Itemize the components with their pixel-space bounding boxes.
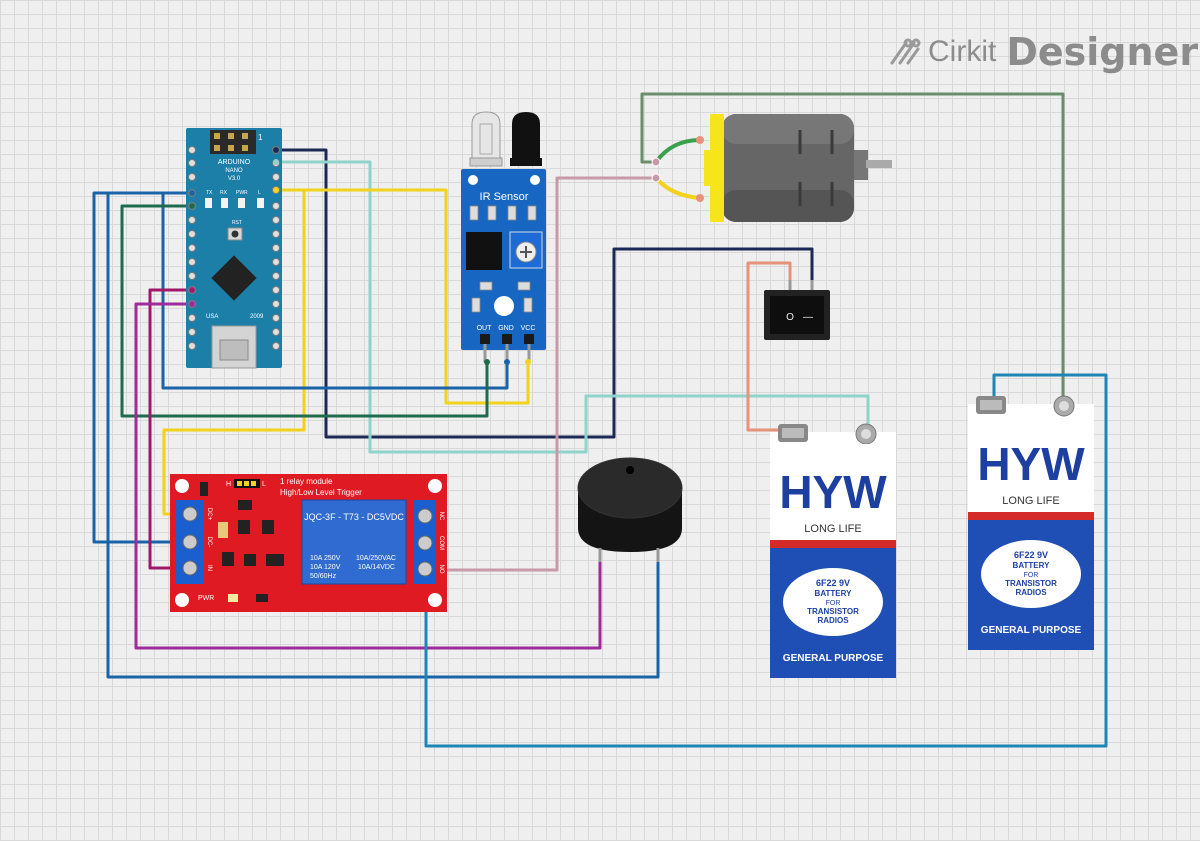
ir-sensor-title: IR Sensor xyxy=(480,191,529,203)
wire-salmon-switch[interactable] xyxy=(746,261,798,432)
relay-rating-1: 10A 250V xyxy=(310,555,341,562)
relay-rating-4: 10A/250VAC xyxy=(356,555,396,562)
reset-label: RST xyxy=(232,220,242,226)
switch-off-icon: O xyxy=(786,312,794,323)
battery-2-tagline: LONG LIFE xyxy=(1002,495,1059,507)
ir-pin-out-label: OUT xyxy=(477,325,493,332)
relay-pin-no: NO xyxy=(438,565,444,574)
battery-2-line4: TRANSISTOR xyxy=(1005,579,1057,588)
battery-1-line3: FOR xyxy=(826,600,841,607)
header-mark: 1 xyxy=(258,133,263,142)
wire-green-out[interactable] xyxy=(120,204,489,418)
relay-title: 1 relay module xyxy=(280,477,333,486)
wire-sage-motor[interactable] xyxy=(640,92,1065,406)
wire-pink-motor[interactable] xyxy=(424,176,658,572)
relay-pin-nc: NC xyxy=(438,512,444,521)
battery-2-spec: 6F22 9V xyxy=(1014,550,1048,560)
buzzer-hole-icon xyxy=(626,466,634,474)
battery-1-line5: RADIOS xyxy=(817,616,849,625)
ir-pin-gnd-label: GND xyxy=(498,325,514,332)
relay-pin-dc-plus: DC+ xyxy=(206,508,212,521)
ir-pin-vcc-label: VCC xyxy=(521,325,536,332)
wire-cyan[interactable] xyxy=(274,160,870,454)
wire-teal-com[interactable] xyxy=(424,373,1108,748)
battery-2-line2: BATTERY xyxy=(1013,561,1051,570)
led-rx-label: RX xyxy=(220,190,228,196)
led-l-label: L xyxy=(258,190,261,196)
battery-2[interactable]: HYW LONG LIFE 6F22 9V BATTERY FOR TRANSI… xyxy=(968,395,1094,650)
relay-rating-5: 10A/14VDC xyxy=(358,564,395,571)
arduino-model: NANO xyxy=(225,168,243,174)
relay-pin-in: IN xyxy=(206,565,212,571)
relay-rating-3: 50/60Hz xyxy=(310,573,337,580)
relay-pwr-label: PWR xyxy=(198,595,214,602)
brand-logo: Cirkit Designer xyxy=(888,28,1198,76)
battery-2-footer: GENERAL PURPOSE xyxy=(981,625,1082,636)
relay-pin-com: COM xyxy=(438,536,444,550)
battery-1-tagline: LONG LIFE xyxy=(804,523,861,535)
comparator-chip xyxy=(466,232,502,270)
battery-1-brand: HYW xyxy=(779,466,887,518)
arduino-title: ARDUINO xyxy=(218,159,251,166)
arduino-version: V3.0 xyxy=(228,176,241,182)
battery-2-brand: HYW xyxy=(977,438,1085,490)
arduino-nano[interactable]: 1 ARDUINO NANO V3.0 TX RX PWR L RST USA … xyxy=(186,128,282,369)
relay-rating-2: 10A 120V xyxy=(310,564,341,571)
battery-1-line2: BATTERY xyxy=(815,589,853,598)
battery-2-line3: FOR xyxy=(1024,572,1039,579)
relay-pin-dc-minus: DC- xyxy=(206,537,212,548)
battery-1-line4: TRANSISTOR xyxy=(807,607,859,616)
ir-emitter-led xyxy=(469,111,503,167)
wire-purple-buzzer[interactable] xyxy=(134,302,602,650)
wire-navy[interactable] xyxy=(274,148,814,439)
battery-2-line5: RADIOS xyxy=(1015,588,1047,597)
led-pwr-label: PWR xyxy=(236,190,248,196)
mcu-chip xyxy=(211,255,257,301)
buzzer[interactable] xyxy=(577,457,683,562)
relay-part: JQC-3F - T73 - DC5VDC xyxy=(304,512,404,522)
brand-name-light: Cirkit xyxy=(928,35,997,68)
brand-name-bold: Designer xyxy=(1006,30,1199,74)
wire-yellow-vcc[interactable] xyxy=(274,188,530,405)
ir-receiver-led xyxy=(510,112,542,166)
power-led-icon xyxy=(494,296,514,316)
relay-module[interactable]: H L 1 relay module High/Low Level Trigge… xyxy=(170,474,447,612)
reset-button-icon xyxy=(231,230,239,238)
dc-motor[interactable] xyxy=(651,114,892,222)
relay-l-label: L xyxy=(262,481,266,488)
battery-1[interactable]: HYW LONG LIFE 6F22 9V BATTERY FOR TRANSI… xyxy=(770,423,896,678)
led-tx-label: TX xyxy=(206,190,213,196)
relay-h-label: H xyxy=(226,481,231,488)
switch-on-icon: — xyxy=(803,312,813,323)
arduino-usa: USA xyxy=(206,314,218,320)
cirkit-logo-icon xyxy=(890,38,921,65)
battery-1-footer: GENERAL PURPOSE xyxy=(783,653,884,664)
relay-body xyxy=(301,499,407,585)
wire-blue-buzzer[interactable] xyxy=(106,191,660,679)
rocker-switch[interactable]: O — xyxy=(764,280,830,340)
ir-sensor-module[interactable]: IR Sensor OUT GND VCC xyxy=(461,111,546,362)
battery-1-spec: 6F22 9V xyxy=(816,578,850,588)
relay-subtitle: High/Low Level Trigger xyxy=(280,488,362,497)
arduino-year: 2009 xyxy=(250,314,264,320)
